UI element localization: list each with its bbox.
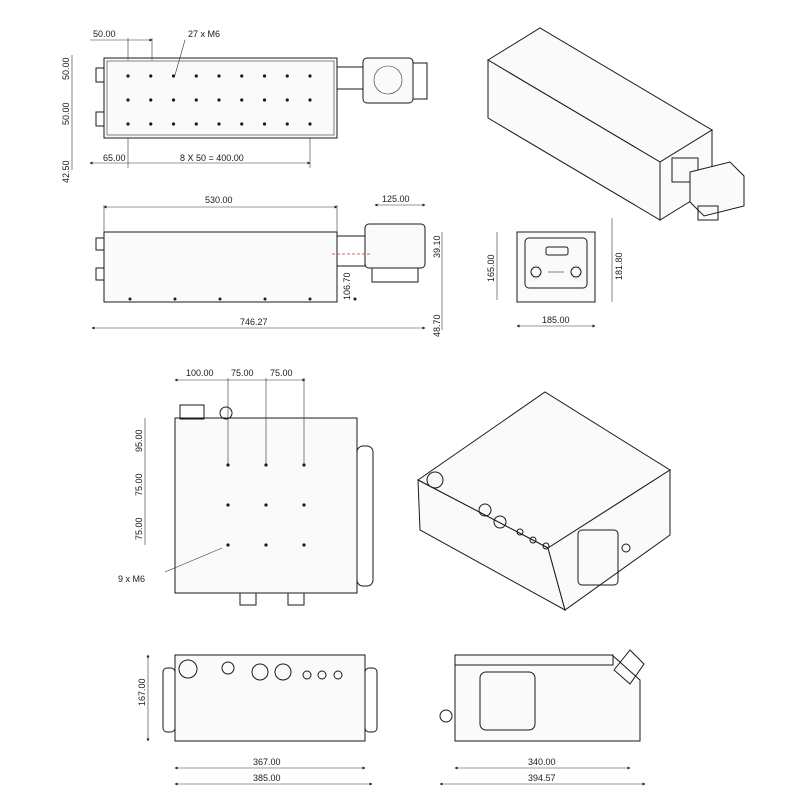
dim-top-50c: 50.00 xyxy=(61,102,71,125)
mount-hole xyxy=(240,98,244,102)
fastener-dot xyxy=(173,297,177,301)
top-scan-head xyxy=(362,57,414,104)
dim-side-4870: 48.70 xyxy=(432,314,442,337)
mount-hole xyxy=(262,122,267,126)
mount-hole xyxy=(226,543,230,547)
fastener-dot xyxy=(308,297,312,301)
dim-cf-385: 385.00 xyxy=(253,773,281,783)
controller-side-body xyxy=(454,654,641,742)
mount-hole xyxy=(126,74,130,78)
mount-hole xyxy=(217,98,221,102)
controller-top-view: 100.00 75.00 75.00 95.00 75.00 75.00 9 x… xyxy=(118,368,374,606)
mount-hole xyxy=(149,122,153,126)
mount-hole xyxy=(194,98,198,102)
mount-hole xyxy=(264,503,268,507)
controller-front-body xyxy=(174,654,366,742)
mounting-holes-top xyxy=(126,74,312,126)
connector-lower xyxy=(95,111,105,127)
dim-front-185: 185.00 xyxy=(542,315,570,325)
dim-top-65: 65.00 xyxy=(103,153,126,163)
fastener-dot xyxy=(263,297,267,301)
front-view-body xyxy=(516,231,596,303)
dim-ctrl-95: 95.00 xyxy=(134,429,144,452)
side-scan-head xyxy=(364,223,426,269)
mount-hole xyxy=(171,122,176,126)
mount-hole xyxy=(302,503,306,507)
mount-hole xyxy=(226,503,230,507)
mount-hole xyxy=(171,74,176,78)
dim-ctrl-75d: 75.00 xyxy=(134,517,144,540)
mount-hole xyxy=(240,74,244,78)
dim-cf-167: 167.00 xyxy=(137,678,147,706)
dim-ctrl-75b: 75.00 xyxy=(270,368,293,378)
mount-hole xyxy=(302,543,306,547)
dim-ctrl-75a: 75.00 xyxy=(231,368,254,378)
mount-hole xyxy=(285,98,289,102)
mount-hole xyxy=(285,74,289,78)
mount-hole xyxy=(217,122,221,126)
dim-side-74627: 746.27 xyxy=(240,317,268,327)
mount-hole xyxy=(308,74,312,78)
connector-upper xyxy=(95,67,105,83)
iso-view-laser-source xyxy=(487,27,745,221)
controller-front-view: 167.00 367.00 385.00 xyxy=(137,654,378,786)
dim-cf-367: 367.00 xyxy=(253,757,281,767)
mount-hole xyxy=(308,122,312,126)
mount-hole xyxy=(149,74,153,78)
mounting-holes-controller xyxy=(226,463,306,547)
dim-top-50a: 50.00 xyxy=(93,29,116,39)
dim-cs-39457: 394.57 xyxy=(528,773,556,783)
dim-ctrl-100: 100.00 xyxy=(186,368,214,378)
mount-hole xyxy=(264,543,268,547)
mount-hole xyxy=(126,98,130,102)
mount-hole xyxy=(194,122,198,126)
mount-hole xyxy=(171,98,176,102)
dim-top-50b: 50.00 xyxy=(61,57,71,80)
dim-top-holes: 27 x M6 xyxy=(188,29,220,39)
dim-side-10670: 106.70 xyxy=(342,272,352,300)
iso-scan-head xyxy=(689,161,745,217)
dim-cs-340: 340.00 xyxy=(528,757,556,767)
mount-hole xyxy=(262,98,267,102)
fastener-dot xyxy=(128,297,132,301)
mount-hole xyxy=(194,74,198,78)
dim-side-530: 530.00 xyxy=(205,195,233,205)
dim-ctrl-75c: 75.00 xyxy=(134,473,144,496)
mount-hole xyxy=(126,122,130,126)
mount-hole xyxy=(240,122,244,126)
side-view-laser-source: 530.00 125.00 39.10 106.70 48.70 746.27 xyxy=(91,194,443,337)
dim-front-165: 165.00 xyxy=(486,254,496,282)
front-view-laser-source: 165.00 181.80 185.00 xyxy=(486,218,624,328)
mount-hole xyxy=(308,98,312,102)
side-view-body xyxy=(103,231,338,303)
controller-fan-grille xyxy=(577,529,619,586)
dim-side-3910: 39.10 xyxy=(432,235,442,258)
top-view-body xyxy=(103,57,338,139)
dim-ctrl-holes: 9 x M6 xyxy=(118,574,145,584)
side-fasteners xyxy=(128,297,357,301)
controller-iso-view xyxy=(417,391,671,612)
mount-hole xyxy=(285,122,289,126)
dim-front-18180: 181.80 xyxy=(614,252,624,280)
mount-hole xyxy=(262,74,267,78)
fastener-dot xyxy=(353,297,357,301)
mount-hole xyxy=(217,74,221,78)
dim-side-125: 125.00 xyxy=(382,194,410,204)
controller-side-view: 340.00 394.57 xyxy=(439,649,646,786)
fastener-dot xyxy=(218,297,222,301)
mount-hole xyxy=(149,98,153,102)
top-view-laser-source: 50.00 27 x M6 50.00 50.00 42.50 65.00 8 … xyxy=(61,29,428,183)
controller-side-fan xyxy=(479,671,536,731)
dim-top-4250: 42.50 xyxy=(61,160,71,183)
dim-top-8x50: 8 X 50 = 400.00 xyxy=(180,153,244,163)
